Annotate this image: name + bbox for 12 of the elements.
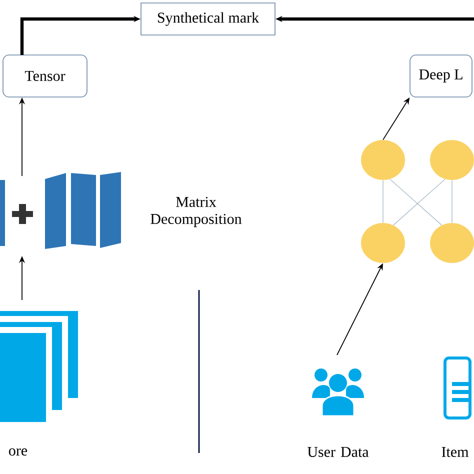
caption-text: Item [442, 447, 469, 457]
neuron-circle [361, 223, 405, 263]
caption-text: Matrix Decomposition [150, 196, 242, 228]
label-box: Tensor [2, 54, 88, 98]
connector-line [382, 180, 384, 224]
neuron-circle [430, 223, 474, 263]
neuron-circle [430, 140, 474, 180]
caption-text: ore [9, 448, 28, 456]
neuron-circle [361, 140, 405, 180]
caption-text: User Data [308, 447, 369, 457]
label-box: Deep L [410, 54, 472, 98]
label-box: Synthetical mark [140, 2, 276, 36]
